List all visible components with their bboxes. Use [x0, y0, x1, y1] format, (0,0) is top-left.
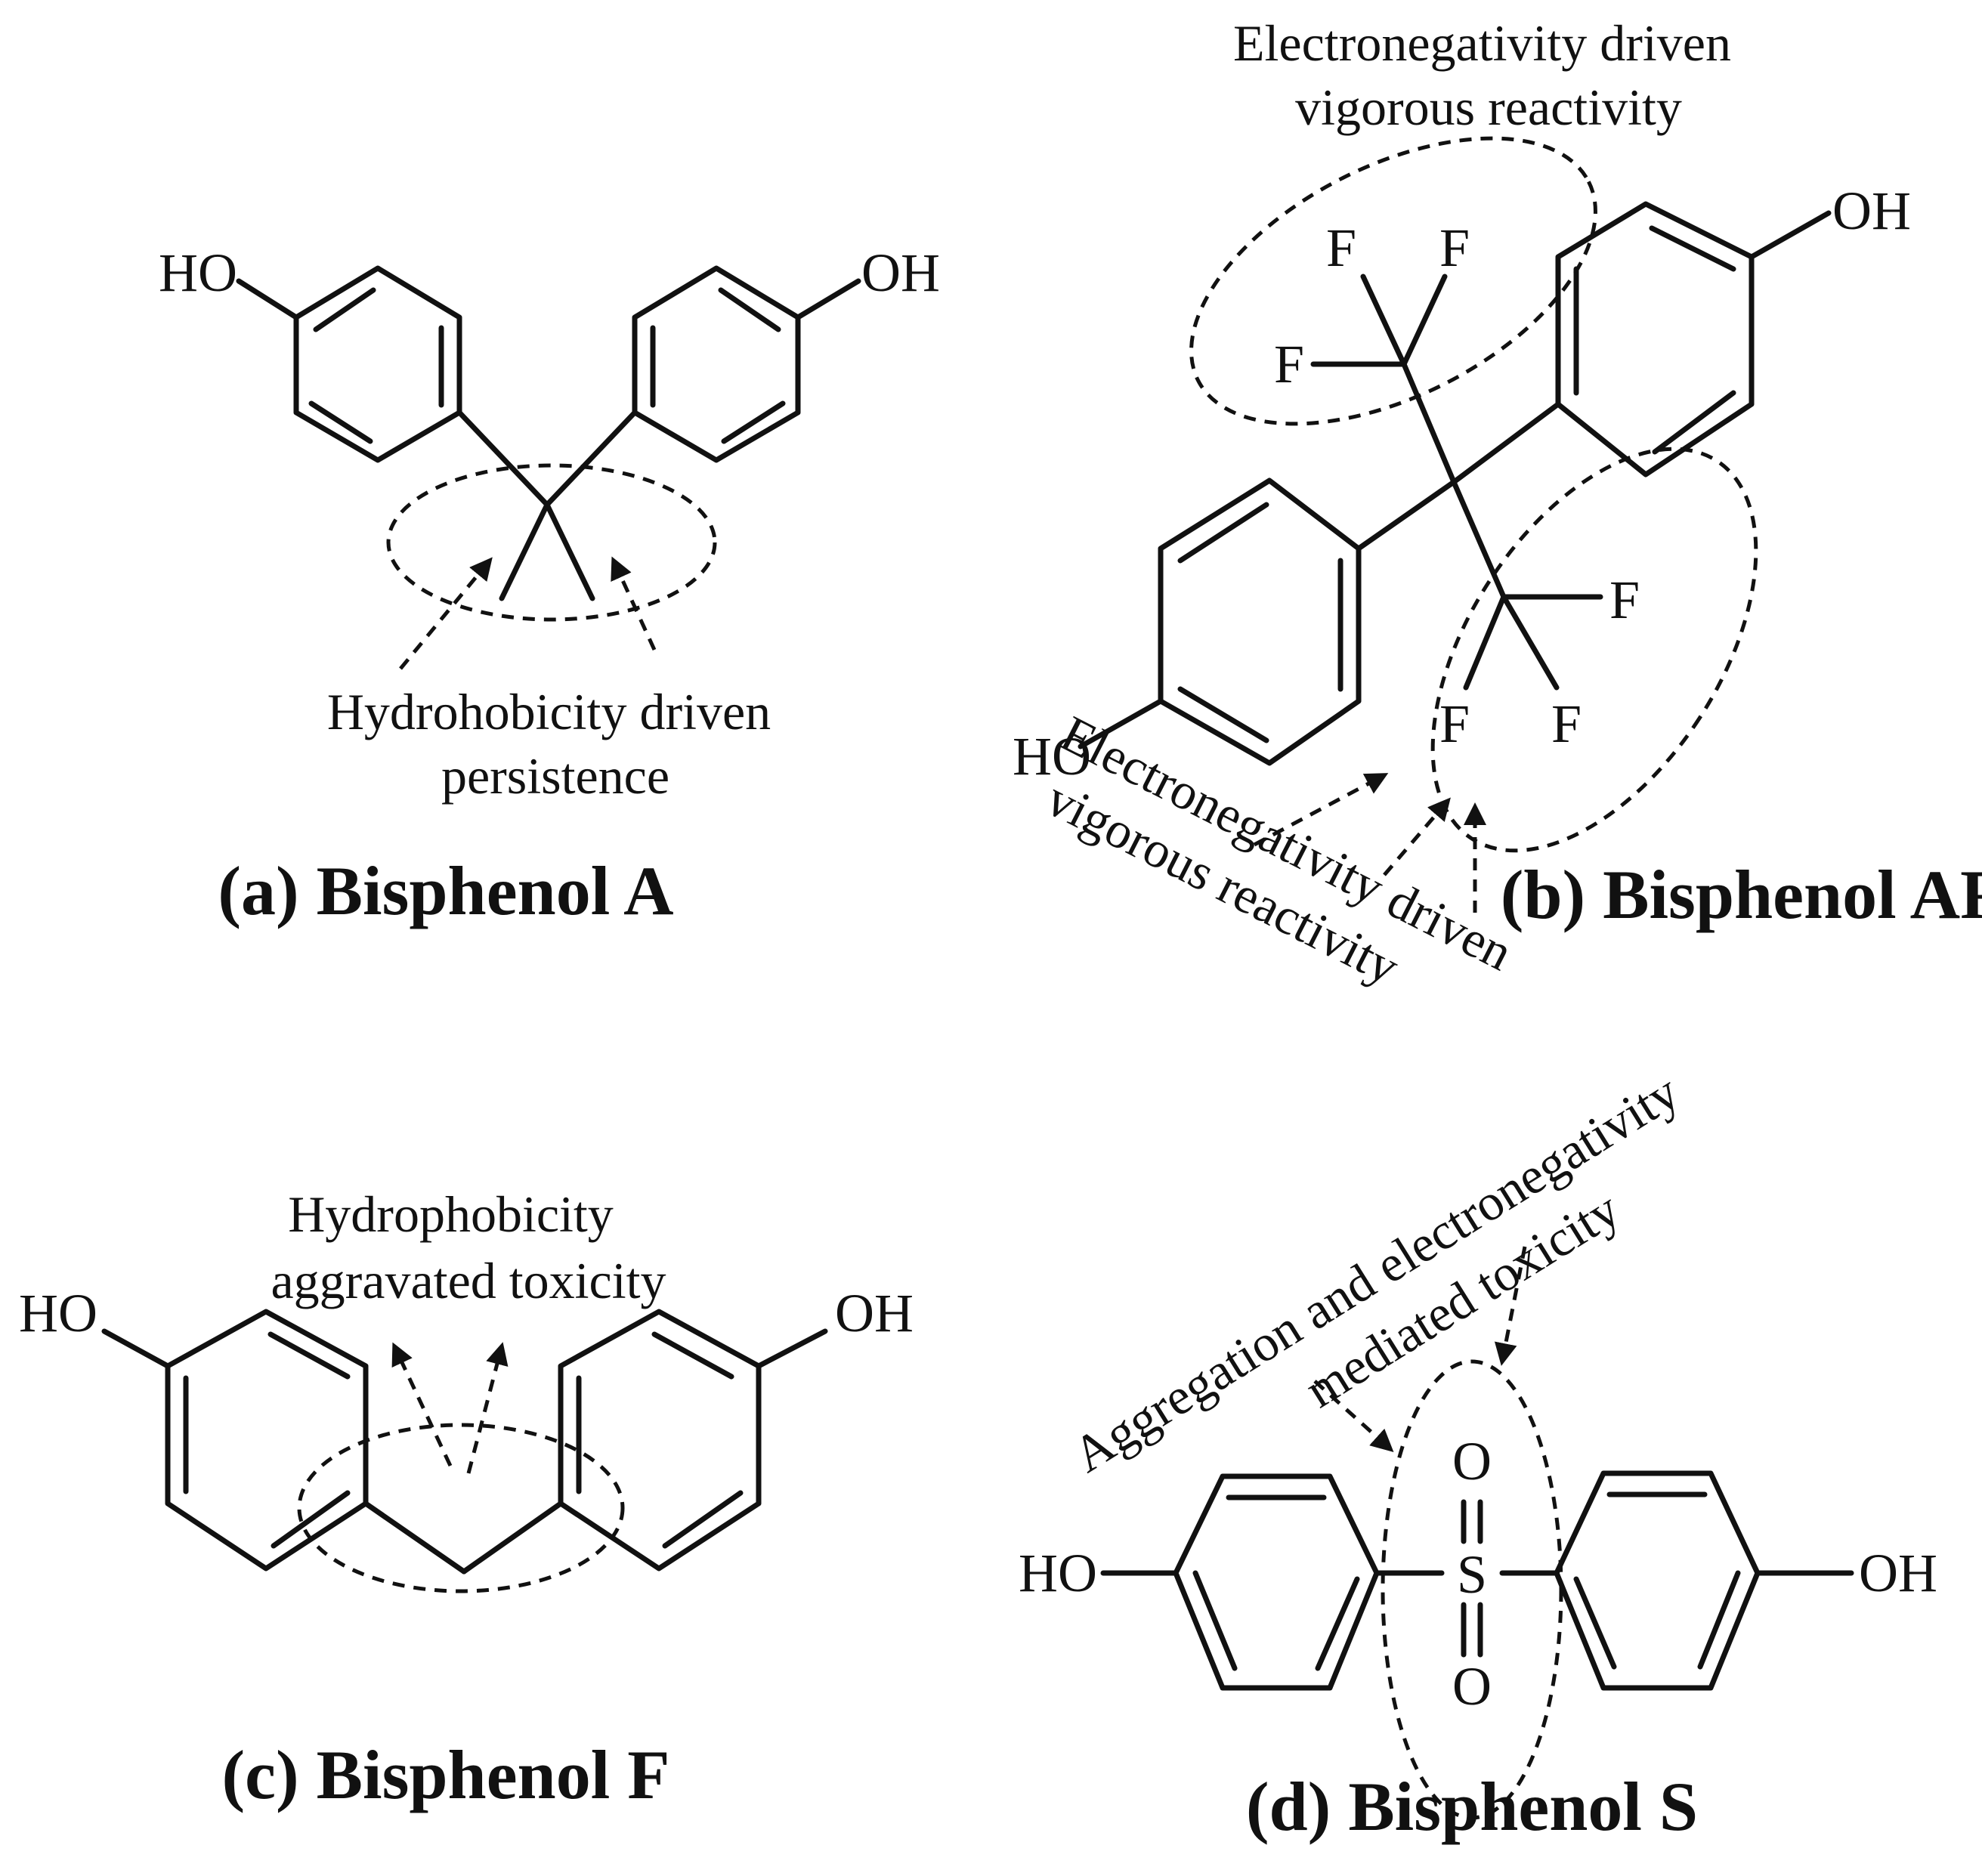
panel-b-caption: (b) Bisphenol AF [1501, 856, 1982, 933]
panel-d-bisphenol-s: Aggregation and electronegativity mediat… [1019, 1056, 1937, 1845]
panel-d-sulfur-label: S [1457, 1544, 1487, 1605]
panel-b-top-annotation-line-1: Electronegativity driven [1233, 14, 1731, 72]
panel-a-left-arrow [399, 557, 493, 670]
panel-b-arrow-1 [1253, 773, 1389, 847]
panel-c-annotation-line-1: Hydrophobicity [288, 1185, 614, 1243]
panel-b-top-annotation-line-2: vigorous reactivity [1295, 79, 1682, 136]
panel-b-fluorine-label: F [1551, 694, 1582, 754]
panel-b-structure [1078, 201, 1832, 766]
panel-c-ho-label: HO [19, 1283, 97, 1343]
panel-a-caption: (a) Bisphenol A [218, 852, 673, 929]
panel-b-top-ellipse [1189, 136, 1597, 426]
panel-b-oh-label: OH [1832, 181, 1911, 241]
panel-b-fluorine-label: F [1439, 694, 1470, 754]
panel-b-top-annotation: Electronegativity driven vigorous reacti… [1233, 14, 1744, 136]
panel-a-annotation-line-2: persistence [441, 747, 669, 805]
panel-d-annotation-line-1: Aggregation and electronegativity [1063, 1063, 1689, 1484]
panel-a-annotation: Hydrohobicity driven persistence [327, 683, 784, 805]
panel-c-right-arrow [466, 1342, 509, 1474]
panel-d-caption: (d) Bisphenol S [1246, 1768, 1698, 1845]
panel-a-highlight-ellipse [386, 463, 717, 622]
panel-c-oh-label: OH [835, 1283, 914, 1343]
panel-c-annotation: Hydrophobicity aggravated toxicity [271, 1185, 666, 1309]
panel-c-structure [101, 1309, 828, 1575]
panel-a-annotation-line-1: Hydrohobicity driven [327, 683, 771, 740]
panel-c-highlight-ellipse [297, 1423, 625, 1593]
panel-d-oxygen-label: O [1452, 1656, 1492, 1717]
panel-c-bisphenol-f: Hydrophobicity aggravated toxicity HO OH [19, 1185, 914, 1813]
panel-d-structure [1100, 1470, 1854, 1691]
panel-a-right-arrow [611, 556, 657, 651]
panel-a-structure [236, 265, 861, 601]
panel-a-ho-label: HO [159, 243, 237, 303]
panel-b-fluorine-label: F [1274, 334, 1304, 394]
panel-a-bisphenol-a: HO OH Hydrohobicity driven persistence (… [159, 243, 940, 929]
panel-b-fluorine-label: F [1326, 218, 1356, 278]
panel-b-fluorine-label: F [1609, 570, 1640, 630]
panel-b-ho-label: HO [1013, 726, 1091, 787]
panel-a-oh-label: OH [861, 243, 940, 303]
panel-b-bottom-ellipse [1430, 447, 1758, 853]
panel-d-ho-label: HO [1019, 1543, 1097, 1603]
panel-b-fluorine-label: F [1439, 218, 1470, 278]
panel-c-left-arrow [391, 1342, 453, 1467]
panel-b-bisphenol-af: Electronegativity driven vigorous reacti… [1013, 14, 1982, 996]
panel-b-arrow-2 [1383, 797, 1451, 876]
panel-c-annotation-line-2: aggravated toxicity [271, 1252, 666, 1309]
panel-d-annotation: Aggregation and electronegativity mediat… [1063, 1056, 1736, 1541]
panel-d-left-arrow [1313, 1380, 1394, 1453]
panel-d-oh-label: OH [1859, 1543, 1937, 1603]
panel-c-caption: (c) Bisphenol F [222, 1736, 670, 1813]
panel-d-oxygen-label: O [1452, 1431, 1492, 1491]
